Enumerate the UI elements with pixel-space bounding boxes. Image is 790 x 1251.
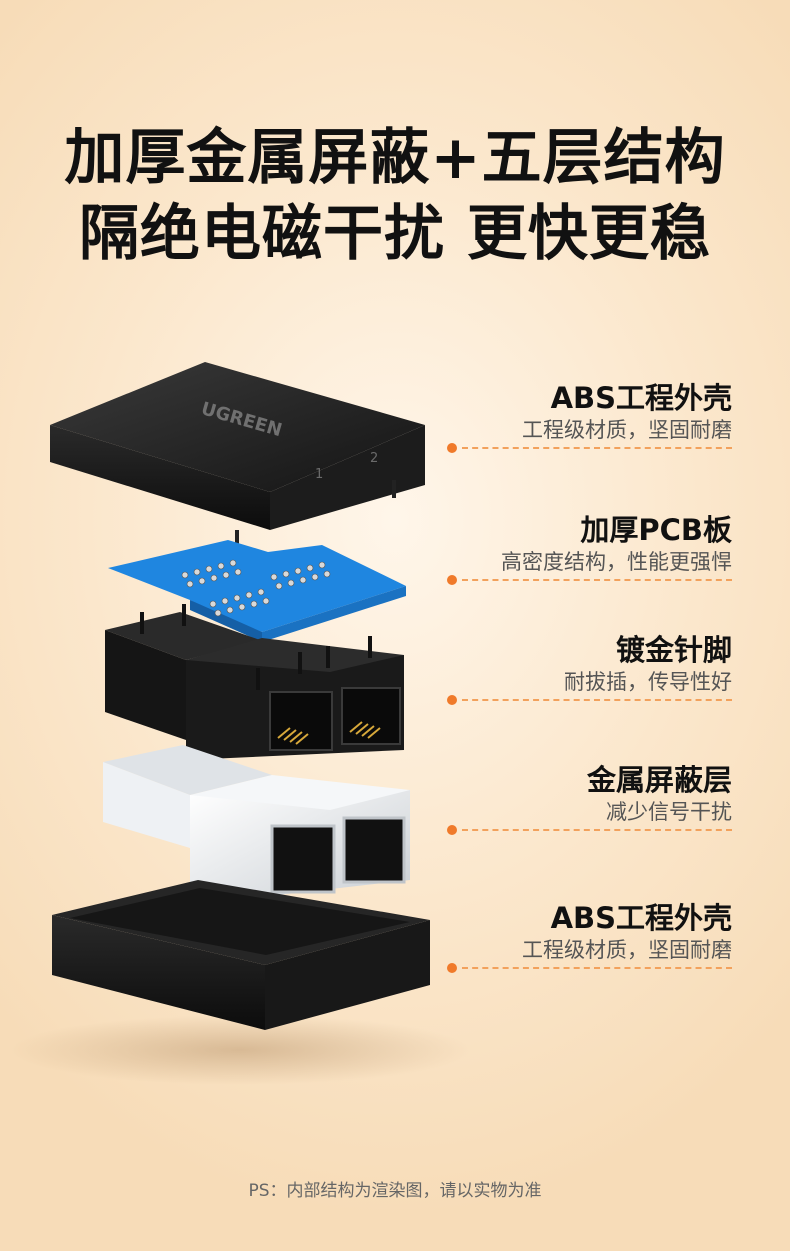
leader-dot-2 bbox=[447, 575, 457, 585]
jack-port-right bbox=[341, 687, 401, 745]
layer-label-3: 镀金针脚 耐拔插，传导性好 bbox=[564, 632, 732, 696]
jack-port-left bbox=[269, 691, 333, 751]
layer-title-3: 镀金针脚 bbox=[615, 633, 732, 667]
layer-title-4: 金属屏蔽层 bbox=[586, 763, 732, 797]
metal-shield-layer bbox=[103, 745, 410, 905]
port-number-1: 1 bbox=[315, 467, 323, 482]
layer-label-4: 金属屏蔽层 减少信号干扰 bbox=[587, 762, 732, 826]
layer-title-5: ABS工程外壳 bbox=[550, 901, 732, 935]
layer-subtitle-3: 耐拔插，传导性好 bbox=[564, 670, 732, 694]
shield-port-right bbox=[342, 816, 406, 884]
layer-label-2: 加厚PCB板 高密度结构，性能更强悍 bbox=[501, 512, 732, 576]
headline-line-2: 隔绝电磁干扰 更快更稳 bbox=[79, 199, 711, 269]
layer-title-2: 加厚PCB板 bbox=[580, 513, 732, 547]
layer-subtitle-5: 工程级材质，坚固耐磨 bbox=[522, 938, 732, 962]
pcb-board bbox=[108, 540, 406, 642]
footnote: PS：内部结构为渲染图，请以实物为准 bbox=[248, 1181, 542, 1201]
port-number-2: 2 bbox=[370, 451, 378, 466]
leader-dot-1 bbox=[447, 443, 457, 453]
floor-shadow bbox=[10, 1015, 470, 1085]
leader-line-3 bbox=[462, 699, 732, 701]
top-shell: UGREEN 1 2 bbox=[50, 362, 425, 550]
gold-pin-jacks bbox=[105, 604, 404, 760]
leader-dot-4 bbox=[447, 825, 457, 835]
layer-subtitle-1: 工程级材质，坚固耐磨 bbox=[522, 418, 732, 442]
leader-line-4 bbox=[462, 829, 732, 831]
leader-dot-5 bbox=[447, 963, 457, 973]
headline: 加厚金属屏蔽+五层结构 隔绝电磁干扰 更快更稳 bbox=[0, 120, 790, 272]
leader-line-2 bbox=[462, 579, 732, 581]
leader-line-1 bbox=[462, 447, 732, 449]
shield-port-left bbox=[270, 824, 336, 894]
layer-label-1: ABS工程外壳 工程级材质，坚固耐磨 bbox=[522, 380, 732, 444]
layer-subtitle-2: 高密度结构，性能更强悍 bbox=[501, 550, 732, 574]
leader-dot-3 bbox=[447, 695, 457, 705]
layer-subtitle-4: 减少信号干扰 bbox=[606, 800, 732, 824]
layer-label-5: ABS工程外壳 工程级材质，坚固耐磨 bbox=[522, 900, 732, 964]
leader-line-5 bbox=[462, 967, 732, 969]
headline-line-1: 加厚金属屏蔽+五层结构 bbox=[64, 123, 726, 193]
layer-title-1: ABS工程外壳 bbox=[550, 381, 732, 415]
bottom-shell bbox=[52, 880, 430, 1030]
exploded-view-illustration: UGREEN 1 2 bbox=[10, 362, 470, 1085]
